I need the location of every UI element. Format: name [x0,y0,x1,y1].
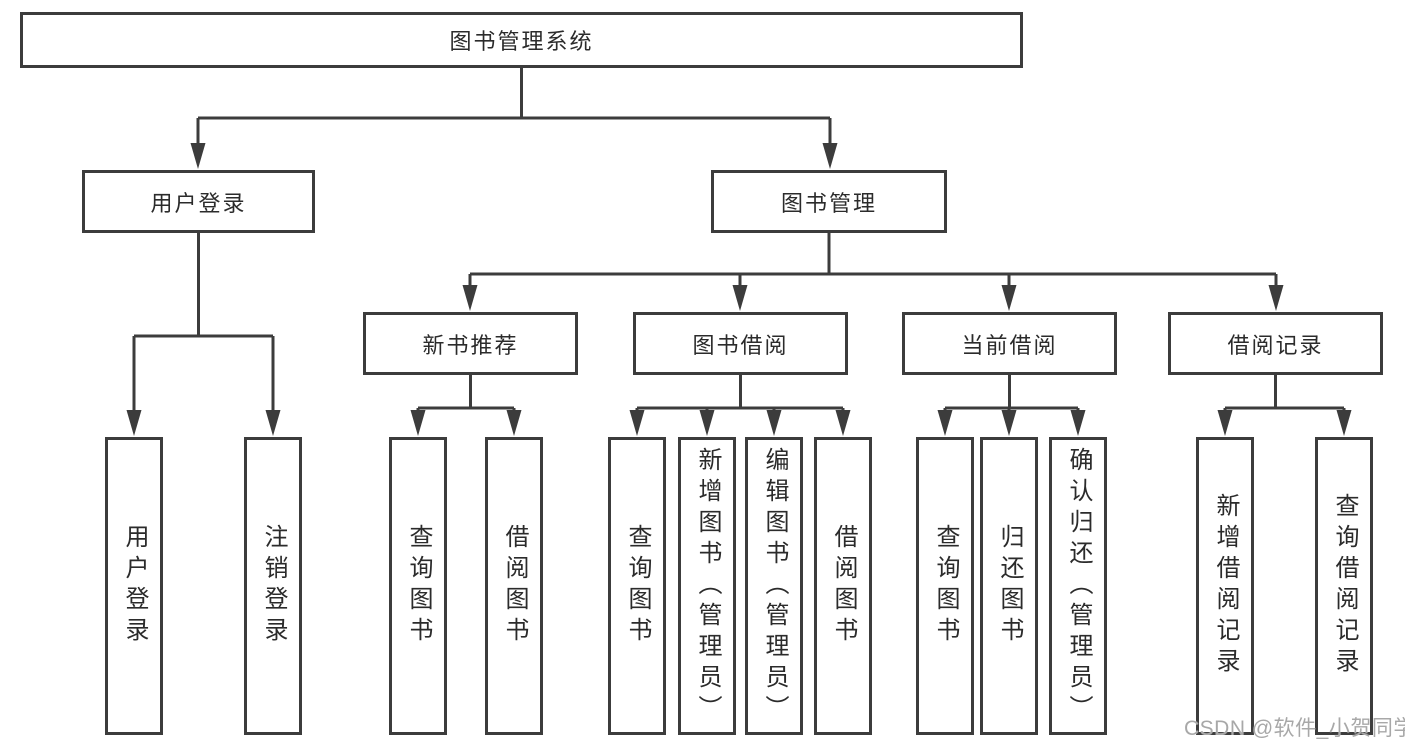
arrow-to-leaf-confirm-return [1070,410,1086,436]
leaf-recommend-query-books: 查询图书 [389,437,447,735]
node-book-borrowing: 图书借阅 [633,312,848,375]
node-current-borrowing-label: 当前借阅 [961,332,1058,358]
leaf-edit-books-admin: 编辑图书（管理员） [745,437,803,735]
leaf-borrowing-query-books: 查询图书 [608,437,666,735]
leaf-borrowing-borrow-books-label: 借阅图书 [830,524,857,648]
leaf-borrowing-borrow-books: 借阅图书 [814,437,872,735]
arrow-to-borrowing-records [1268,285,1284,311]
arrow-to-leaf-current-query [937,410,953,436]
arrow-to-leaf-add-record [1217,410,1233,436]
leaf-current-query-books: 查询图书 [916,437,974,735]
connector-user-login-to-leaves [132,233,275,412]
arrowheads [126,143,1352,436]
leaf-user-login-label: 用户登录 [121,524,148,648]
connector-book-borrowing-to-leaves [635,375,845,414]
leaf-recommend-query-books-label: 查询图书 [405,524,432,648]
node-borrowing-records: 借阅记录 [1168,312,1383,375]
leaf-add-books-admin-label: 新增图书（管理员） [694,446,721,726]
node-borrowing-records-label: 借阅记录 [1227,332,1324,358]
node-new-book-recommend: 新书推荐 [363,312,578,375]
leaf-return-books: 归还图书 [980,437,1038,735]
leaf-user-login: 用户登录 [105,437,163,735]
arrow-to-book-management [822,143,838,169]
node-root-label: 图书管理系统 [449,29,594,54]
arrow-to-leaf-query-record [1336,410,1352,436]
leaf-logout-label: 注销登录 [260,524,287,648]
node-user-login: 用户登录 [82,170,315,233]
leaf-add-books-admin: 新增图书（管理员） [678,437,736,735]
arrow-to-leaf-return-books [1001,410,1017,436]
leaf-query-borrow-record: 查询借阅记录 [1315,437,1373,735]
node-current-borrowing: 当前借阅 [902,312,1117,375]
leaf-confirm-return-admin: 确认归还（管理员） [1049,437,1107,735]
arrow-to-leaf-logout [265,410,281,436]
arrow-to-leaf-user-login [126,410,142,436]
leaf-return-books-label: 归还图书 [996,524,1023,648]
arrow-to-new-book-recommend [462,285,478,311]
connector-borrowing-records-to-leaves [1223,375,1346,414]
node-book-management-label: 图书管理 [780,190,877,216]
leaf-borrowing-query-books-label: 查询图书 [624,524,651,648]
arrow-to-leaf-borrowing-query [629,410,645,436]
leaf-edit-books-admin-label: 编辑图书（管理员） [761,446,788,726]
arrow-to-leaf-recommend-borrow [506,410,522,436]
leaf-add-borrow-record-label: 新增借阅记录 [1212,493,1239,679]
leaf-query-borrow-record-label: 查询借阅记录 [1331,493,1358,679]
node-book-borrowing-label: 图书借阅 [692,332,789,358]
watermark: CSDN @软件_小贺同学 [1184,717,1405,740]
leaf-add-borrow-record: 新增借阅记录 [1196,437,1254,735]
connector-book-management-to-level3 [468,233,1278,288]
arrow-to-book-borrowing [732,285,748,311]
connector-current-borrowing-to-leaves [943,375,1080,414]
node-root: 图书管理系统 [20,12,1023,68]
leaf-current-query-books-label: 查询图书 [932,524,959,648]
node-user-login-label: 用户登录 [150,190,247,216]
leaf-recommend-borrow-books: 借阅图书 [485,437,543,735]
arrow-to-user-login [190,143,206,169]
arrow-to-leaf-edit-books [766,410,782,436]
leaf-confirm-return-admin-label: 确认归还（管理员） [1065,446,1092,726]
node-book-management: 图书管理 [711,170,947,233]
arrow-to-leaf-recommend-query [410,410,426,436]
connector-new-book-recommend-to-leaves [416,375,516,414]
arrow-to-leaf-borrowing-borrow [835,410,851,436]
arrow-to-leaf-add-books [699,410,715,436]
leaf-logout: 注销登录 [244,437,302,735]
connector-root-to-level2 [196,68,832,146]
node-new-book-recommend-label: 新书推荐 [422,332,519,358]
leaf-recommend-borrow-books-label: 借阅图书 [501,524,528,648]
arrow-to-current-borrowing [1001,285,1017,311]
